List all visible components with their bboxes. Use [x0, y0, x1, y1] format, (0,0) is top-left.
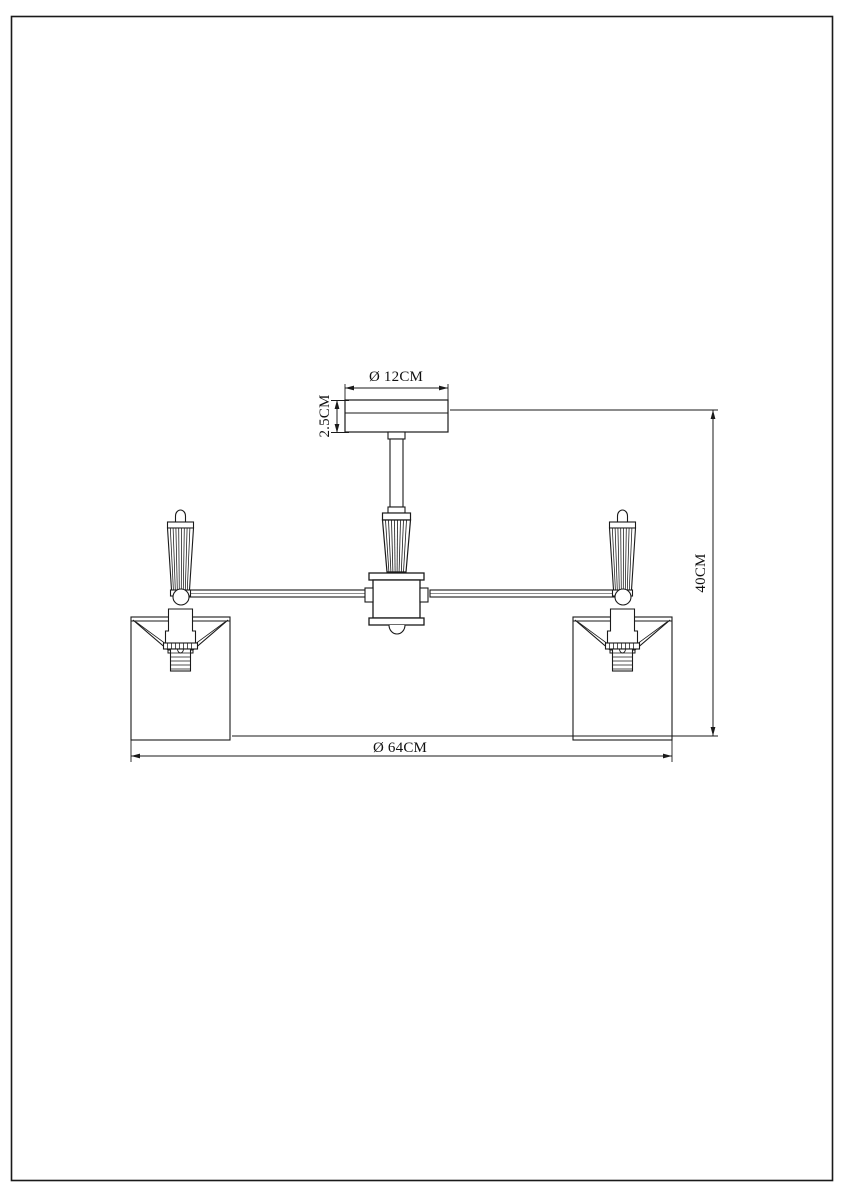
drawing-frame [10, 15, 834, 1182]
dimension-canopy-height: 2.5CM [317, 394, 349, 438]
right-lamp-assembly [572, 509, 673, 741]
dimension-label-overall-diameter: Ø 64CM [373, 740, 427, 756]
dimension-label-canopy-height: 2.5CM [317, 394, 333, 437]
drop-rod [387, 431, 406, 514]
dimension-overall-diameter: Ø 64CM [130, 740, 673, 762]
dimension-canopy-diameter: Ø 12CM [344, 369, 449, 402]
dimension-label-overall-height: 40CM [693, 553, 709, 592]
right-finial [608, 509, 637, 597]
right-arm [429, 585, 629, 602]
left-arm [175, 585, 375, 602]
left-finial [166, 509, 195, 597]
dimension-overall-height: 40CM [232, 409, 718, 737]
left-lamp-assembly [130, 509, 231, 741]
center-hub-box [364, 572, 429, 635]
ceiling-canopy [344, 399, 449, 433]
dimension-label-canopy-diameter: Ø 12CM [369, 369, 423, 385]
fluted-center-finial [381, 512, 412, 573]
